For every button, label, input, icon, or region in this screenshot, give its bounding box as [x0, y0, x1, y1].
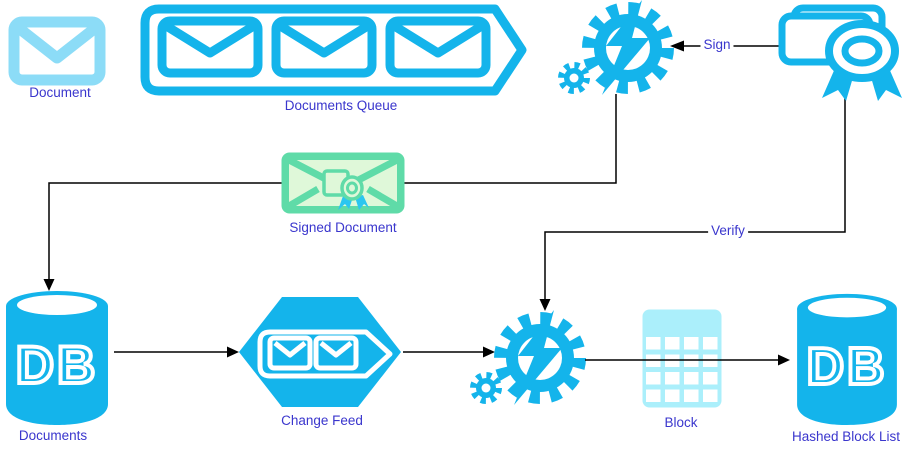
mini-seal-outer — [340, 175, 364, 201]
sign-function-icon[interactable] — [558, 0, 674, 102]
hashed-block-list-db-icon[interactable]: DB — [792, 289, 902, 426]
document-label: Document — [29, 85, 91, 100]
connector-verify — [544, 98, 846, 299]
envelope-icon — [267, 335, 313, 371]
cylinder-body — [797, 308, 897, 426]
documents-queue-icon[interactable] — [139, 3, 528, 97]
verify-edge-label: Verify — [708, 223, 748, 239]
cylinder-opening — [17, 295, 97, 315]
arrowhead-into-verify-function — [483, 346, 495, 358]
signed-envelope-bottom-folds — [287, 185, 399, 210]
db-label: DB — [16, 336, 99, 395]
arrowhead-into-changefeed — [227, 346, 239, 358]
sign-edge-label: Sign — [700, 37, 734, 53]
arrowhead-into-documents-db — [43, 279, 55, 291]
signed-document-label: Signed Document — [289, 220, 397, 235]
lightning-bolt-icon — [602, 0, 650, 95]
documents-queue-label: Documents Queue — [284, 98, 398, 113]
small-gear-icon — [470, 372, 502, 404]
block-cells — [646, 337, 718, 402]
certificate-seal-inner — [841, 35, 883, 67]
lightning-bolt-icon — [514, 310, 562, 405]
feed-queue-outline — [257, 329, 393, 379]
block-table-icon[interactable] — [642, 309, 722, 408]
documents-db-icon[interactable]: DB — [2, 286, 112, 426]
cylinder-opening — [807, 297, 887, 318]
change-feed-label: Change Feed — [281, 413, 363, 428]
signed-document-icon[interactable] — [280, 151, 406, 215]
arrowhead-verify — [539, 299, 551, 311]
block-label: Block — [664, 415, 698, 430]
hashed-block-list-label: Hashed Block List — [791, 429, 901, 444]
block-background — [642, 309, 722, 408]
document-icon[interactable] — [8, 16, 106, 86]
certificate-seal-outer — [825, 20, 899, 82]
arrowhead-into-hashed-db — [778, 354, 790, 366]
mini-seal-inner — [346, 181, 358, 195]
cylinder-body — [6, 306, 108, 425]
verify-function-icon[interactable] — [470, 310, 586, 412]
db-label: DB — [807, 337, 888, 395]
documents-db-label: Documents — [18, 428, 88, 443]
certificate-icon[interactable] — [772, 4, 910, 104]
small-gear-icon — [558, 62, 590, 94]
change-feed-icon[interactable] — [238, 296, 402, 408]
envelope-flap — [14, 23, 100, 64]
hexagon-shape — [239, 297, 401, 407]
arrowhead-sign — [670, 40, 684, 52]
envelope-icon — [313, 335, 359, 371]
